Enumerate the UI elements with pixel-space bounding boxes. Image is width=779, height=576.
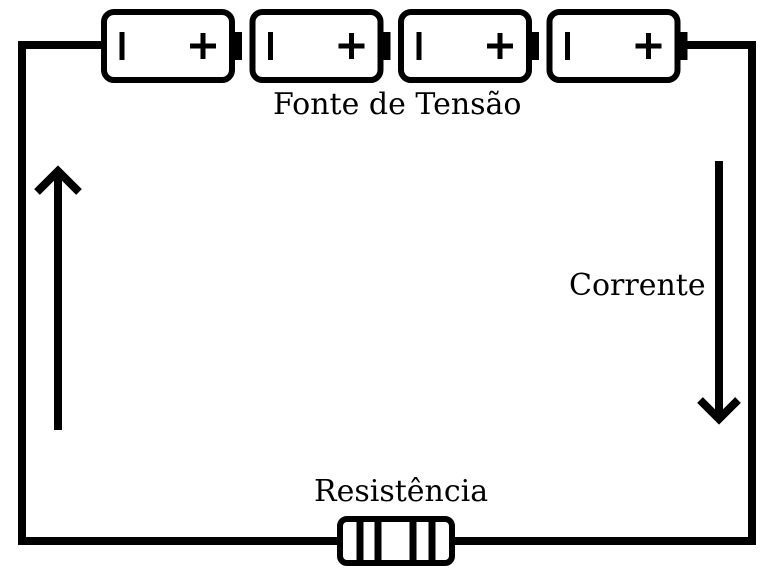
current-arrow-down	[697, 161, 741, 425]
current-label: Corrente	[569, 268, 706, 303]
battery-terminal	[678, 32, 688, 60]
battery-cell	[398, 9, 539, 83]
battery-cell	[546, 9, 688, 83]
voltage-source-label: Fonte de Tensão	[273, 87, 522, 122]
battery-terminal	[233, 32, 242, 60]
circuit-wire	[18, 41, 756, 545]
battery-body	[249, 9, 384, 83]
resistor	[337, 516, 455, 566]
battery-terminal	[530, 32, 539, 60]
battery-body	[101, 9, 235, 83]
resistor-body	[337, 516, 455, 566]
resistance-label: Resistência	[314, 474, 489, 509]
battery-terminal	[381, 32, 391, 60]
battery-body	[546, 9, 681, 83]
battery-cell	[249, 9, 391, 83]
current-arrow-up	[34, 165, 82, 430]
battery-body	[398, 9, 532, 83]
wire-right-bottom	[448, 41, 756, 545]
battery-cell	[101, 9, 242, 83]
wire-left-top	[18, 41, 344, 545]
voltage-source	[101, 9, 688, 83]
